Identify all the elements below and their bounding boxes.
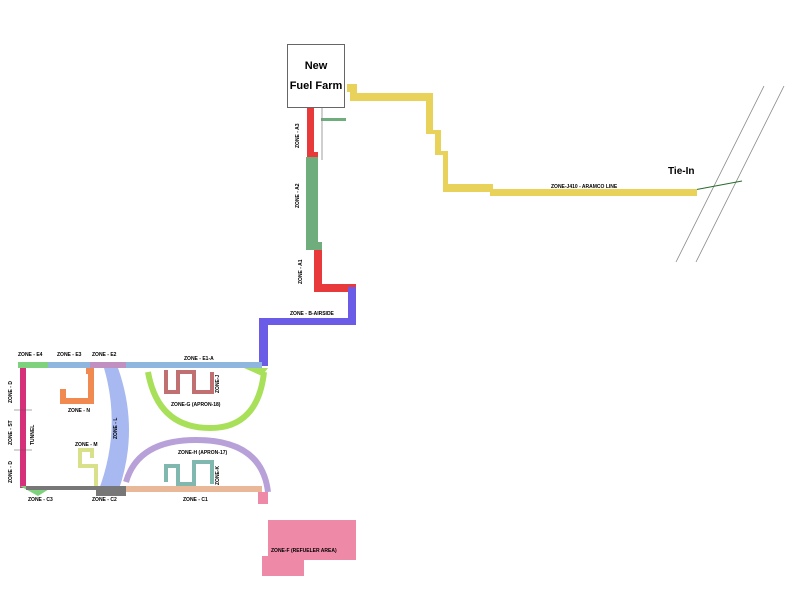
label-a2: ZONE - A2 (295, 183, 301, 208)
zone-connector-green (321, 118, 346, 121)
label-st: ZONE - ST (8, 420, 14, 445)
label-n: ZONE - N (68, 408, 90, 414)
label-l: ZONE - L (113, 417, 119, 439)
label-j: ZONE-J (215, 374, 221, 393)
zone-g[interactable] (145, 371, 267, 432)
zone-c2-line[interactable] (26, 486, 126, 490)
zone-aramco-line[interactable] (347, 84, 697, 196)
tie-in-label: Tie-In (668, 166, 695, 177)
zone-e4[interactable] (18, 362, 48, 368)
label-a1: ZONE - A1 (298, 259, 304, 284)
label-k: ZONE-K (215, 465, 221, 485)
label-c3: ZONE - C3 (28, 497, 53, 503)
zone-h[interactable] (123, 436, 271, 493)
zone-m[interactable] (78, 448, 98, 490)
label-e3: ZONE - E3 (57, 352, 82, 358)
zone-k[interactable] (164, 460, 214, 486)
zone-b-airside[interactable] (259, 287, 356, 366)
zone-g-cap (244, 368, 268, 376)
fuel-farm-line2: Fuel Farm (289, 80, 343, 92)
zone-a2[interactable] (306, 157, 322, 250)
tie-in-connector (693, 180, 743, 191)
zone-e2[interactable] (90, 362, 126, 368)
label-g: ZONE-G (APRON-18) (171, 402, 221, 408)
zone-e3[interactable] (48, 362, 90, 368)
label-c2: ZONE - C2 (92, 497, 117, 503)
label-c1: ZONE - C1 (183, 497, 208, 503)
label-m: ZONE - M (75, 442, 98, 448)
label-a3: ZONE - A3 (295, 123, 301, 148)
road-line (695, 85, 785, 263)
label-airside: ZONE - B-AIRSIDE (290, 311, 334, 317)
zone-d[interactable] (20, 368, 26, 488)
label-h: ZONE-H (APRON-17) (178, 450, 228, 456)
zone-c1[interactable] (126, 486, 262, 492)
fuel-farm-line1: New (304, 60, 328, 72)
road-line (675, 85, 765, 263)
zone-n[interactable] (60, 368, 94, 404)
label-e4: ZONE - E4 (18, 352, 43, 358)
zone-a3[interactable] (307, 108, 318, 157)
fuel-farm-box: New Fuel Farm (287, 44, 345, 108)
zone-j[interactable] (164, 370, 214, 394)
label-e2: ZONE - E2 (92, 352, 117, 358)
label-d-top: ZONE - D (8, 381, 14, 403)
zone-a1[interactable] (314, 250, 356, 292)
label-d-bottom: ZONE - D (8, 461, 14, 483)
label-aramco: ZONE-J410 - ARAMCO LINE (551, 184, 618, 190)
zone-l[interactable] (98, 368, 129, 492)
label-f: ZONE-F (REFUELER AREA) (271, 548, 337, 554)
label-tunnel: TUNNEL (30, 424, 36, 445)
label-e1a: ZONE - E1-A (184, 356, 214, 362)
zone-e1a[interactable] (126, 362, 262, 368)
zone-c2[interactable] (96, 490, 126, 496)
zone-f[interactable] (258, 492, 356, 576)
